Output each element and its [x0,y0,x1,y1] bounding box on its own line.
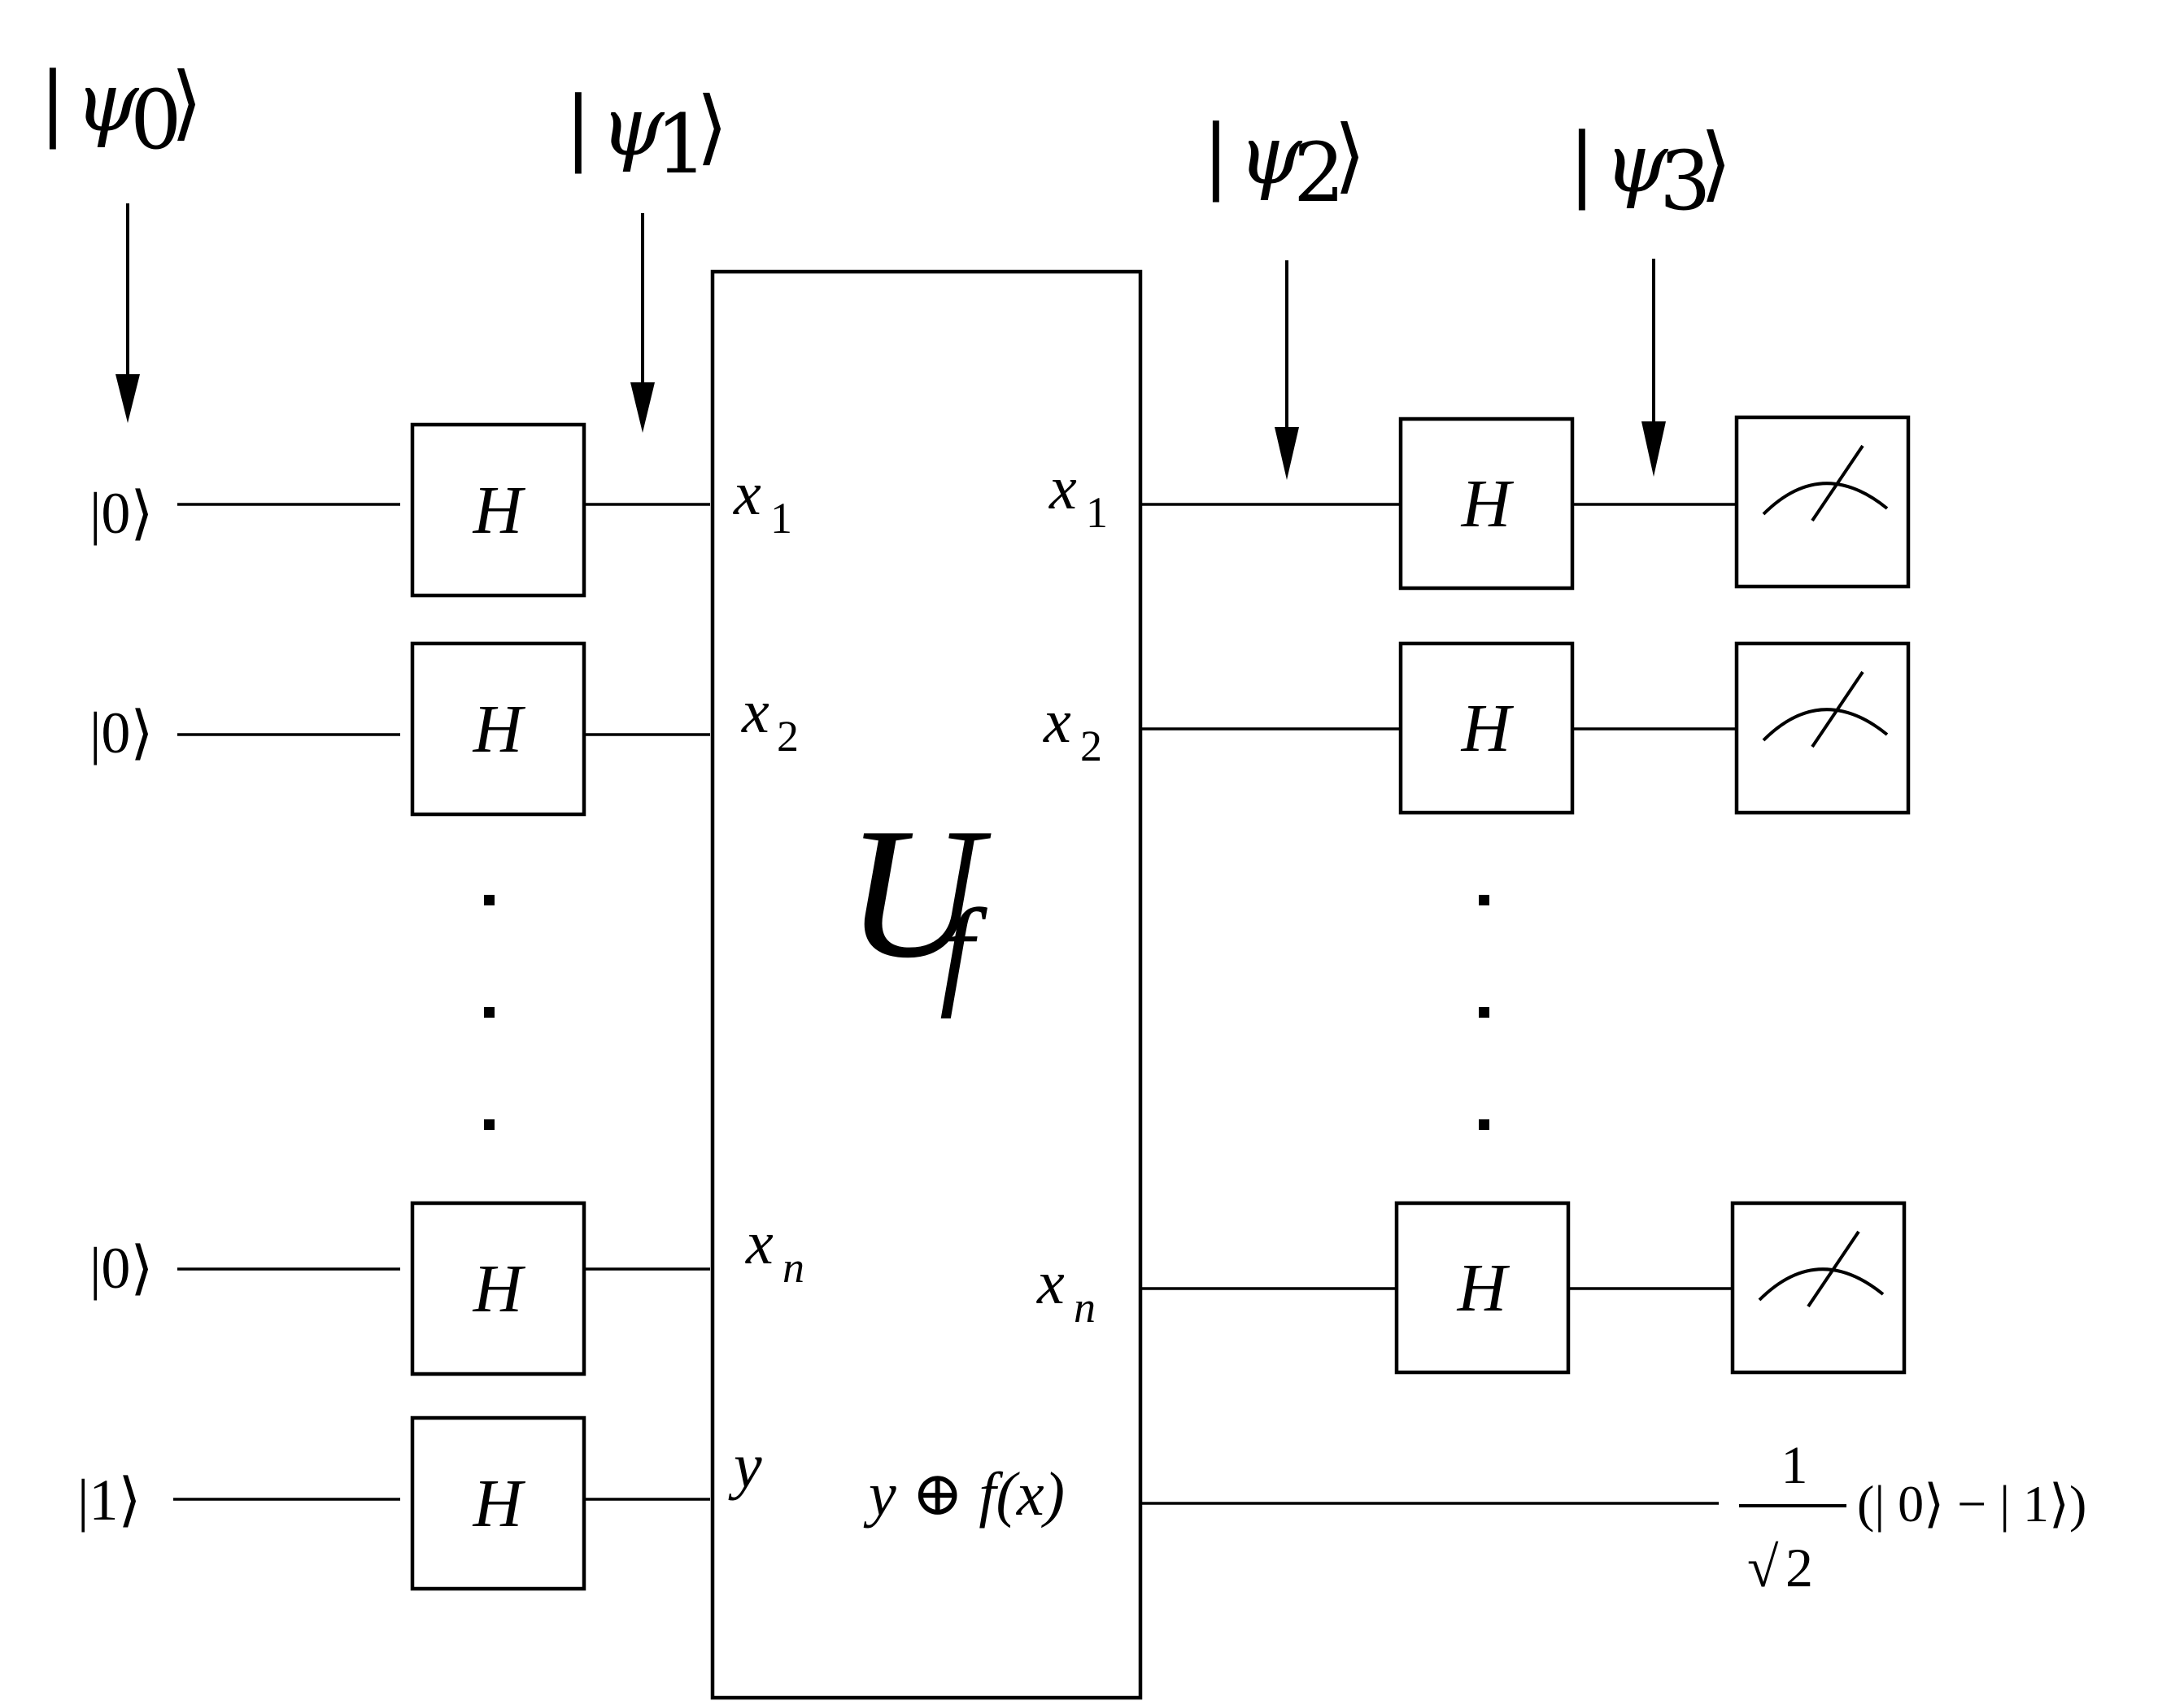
output-expression: (| 0⟩ − | 1⟩) [1857,1475,2086,1533]
oracle-input-xn-sub: n [782,1243,804,1292]
oracle-input-x1: x [733,460,761,528]
oracle-input-x2-sub: 2 [777,712,799,761]
hadamard-gate-qn-left: H [410,1201,586,1376]
hadamard-label: H [1457,1250,1510,1326]
psi1-ket: ⟩ [696,79,728,174]
state-label-psi3: | ψ 3 ⟩ [1568,116,1732,229]
oracle-output-x2: x [1043,687,1071,756]
hadamard-gate-q1-right: H [1398,417,1575,591]
state-label-psi0: | ψ 0 ⟩ [39,55,203,168]
oracle-uf: U f x 1 x 2 x n y x 1 x 2 x n y ⊕ f(x) [710,269,1143,1700]
measurement-meter-icon [1734,641,1911,815]
hadamard-gate-ancilla: H [410,1415,586,1591]
oracle-output-y: y ⊕ f(x) [863,1460,1065,1529]
input-q1-label: |0⟩ [89,481,154,546]
hadamard-gate-qn-right: H [1394,1201,1571,1375]
oracle-output-x2-sub: 2 [1080,722,1102,770]
psi0-ket: ⟩ [171,55,203,150]
psi2-ket: ⟩ [1334,107,1366,203]
hadamard-gate-q2-left: H [410,641,586,817]
arrow-psi1 [630,213,655,433]
oracle-input-xn: x [745,1209,774,1277]
ancilla-output-state: 1 √ 2 (| 0⟩ − | 1⟩) [1739,1436,2086,1599]
hadamard-label: H [473,691,526,767]
psi0-symbol: ψ [75,55,140,150]
psi1-bar: | [565,79,592,174]
psi2-bar: | [1202,107,1230,203]
state-label-psi1: | ψ 1 ⟩ [565,79,728,192]
hadamard-gate-q2-right: H [1398,641,1575,815]
output-sqrt-sign: √ [1747,1537,1779,1599]
ellipsis-right [1479,895,1489,1130]
psi0-subscript: 0 [130,72,182,168]
input-q2-label: |0⟩ [89,700,154,765]
psi3-bar: | [1568,116,1596,211]
psi2-subscript: 2 [1293,125,1345,220]
ellipsis-left [484,895,495,1130]
psi3-symbol: ψ [1604,116,1669,211]
psi1-symbol: ψ [600,79,665,174]
psi0-bar: | [39,55,67,150]
hadamard-label: H [473,1466,526,1542]
oracle-output-x1-sub: 1 [1086,488,1108,537]
input-ancilla-label: |1⟩ [77,1468,142,1533]
psi3-ket: ⟩ [1700,116,1732,211]
hadamard-gate-q1-left: H [410,422,586,598]
hadamard-label: H [1461,691,1515,766]
oracle-output-xn-sub: n [1074,1283,1096,1332]
oracle-output-xn: x [1036,1249,1065,1317]
oracle-output-x1: x [1048,454,1077,522]
output-denominator: 2 [1785,1537,1813,1599]
hadamard-label: H [473,1251,526,1327]
oracle-input-x1-sub: 1 [770,494,792,543]
psi2-symbol: ψ [1238,107,1303,203]
state-label-psi2: | ψ 2 ⟩ [1202,107,1366,220]
oracle-input-x2: x [741,678,769,746]
measurement-meter-icon [1730,1201,1907,1375]
hadamard-label: H [473,473,526,548]
measurement-meter-icon [1734,415,1911,589]
psi3-subscript: 3 [1659,133,1711,229]
oracle-name: U [846,789,992,997]
arrow-psi2 [1275,260,1299,480]
arrow-psi0 [116,203,140,423]
arrow-psi3 [1641,259,1666,477]
hadamard-label: H [1461,466,1515,542]
oracle-input-y: y [728,1430,762,1501]
psi1-subscript: 1 [656,97,708,192]
output-numerator: 1 [1781,1436,1808,1495]
input-qn-label: |0⟩ [89,1236,154,1301]
